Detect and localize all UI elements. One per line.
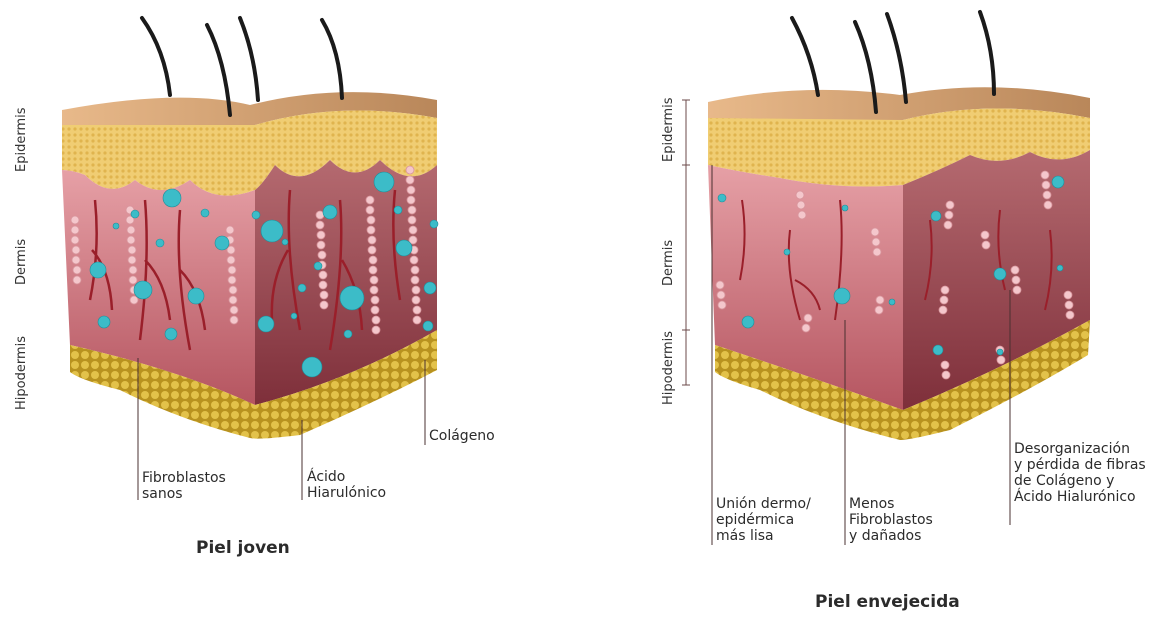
young-label-hyaluronic: Ácido Hiarulónico (307, 469, 386, 501)
young-layer-label-dermis: Dermis (14, 239, 29, 285)
aged-label-fibroblasts: Menos Fibroblastos y dañados (849, 496, 933, 544)
aged-label-disorganization: Desorganización y pérdida de fibras de C… (1014, 441, 1146, 505)
young-label-fibroblasts: Fibroblastos sanos (142, 470, 226, 502)
aged-caption: Piel envejecida (815, 592, 960, 612)
young-skin-block (62, 18, 438, 439)
aged-layer-label-epidermis: Epidermis (661, 98, 676, 163)
aged-layer-label-hypodermis: Hipodermis (661, 331, 676, 405)
aged-layer-bracket (682, 100, 690, 385)
young-caption: Piel joven (196, 538, 290, 558)
young-label-collagen: Colágeno (429, 428, 495, 444)
aged-label-junction: Unión dermo/ epidérmica más lisa (716, 496, 811, 544)
aged-skin-block (682, 12, 1090, 440)
young-layer-label-epidermis: Epidermis (14, 108, 29, 173)
young-layer-label-hypodermis: Hipodermis (14, 336, 29, 410)
aged-layer-label-dermis: Dermis (661, 240, 676, 286)
